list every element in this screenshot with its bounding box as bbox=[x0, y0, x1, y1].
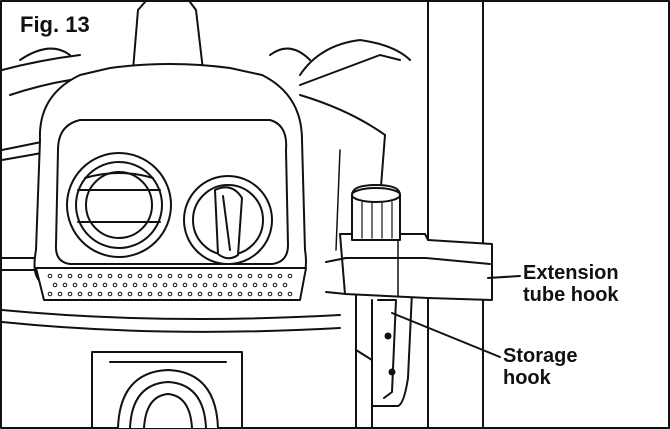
extension-tube-hook bbox=[325, 233, 493, 301]
extension-tube bbox=[427, 1, 484, 429]
tube-end-cap bbox=[351, 184, 401, 241]
dial-knob bbox=[183, 175, 273, 265]
leader-line-storage bbox=[391, 312, 501, 358]
vent-holes bbox=[47, 273, 293, 297]
storage-hook bbox=[355, 291, 413, 429]
storage-hook-label: Storage hook bbox=[503, 345, 578, 389]
intake-port bbox=[66, 152, 172, 258]
extension-tube-hook-label: Extension tube hook bbox=[523, 262, 619, 306]
lower-outlet bbox=[91, 351, 243, 429]
figure-title: Fig. 13 bbox=[18, 8, 124, 42]
handle bbox=[132, 1, 204, 71]
leader-line-extension bbox=[487, 275, 521, 279]
